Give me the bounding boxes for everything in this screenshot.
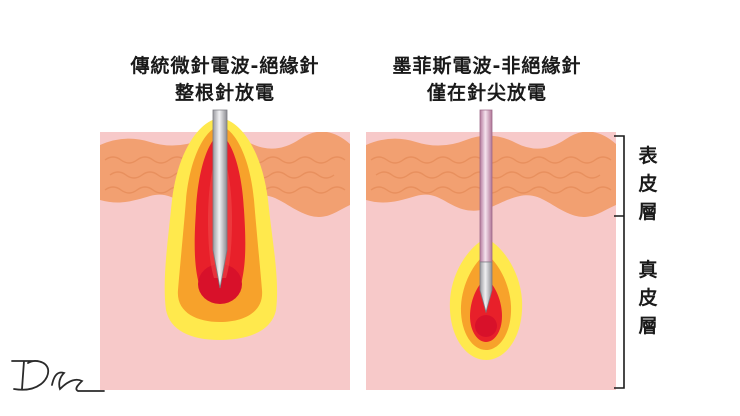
epidermis-label-char-2: 皮 xyxy=(638,173,658,195)
dermis-label: 真 皮 層 xyxy=(636,256,660,340)
left-caption-line1: 傳統微針電波-絕緣針 xyxy=(130,55,320,77)
layer-bracket xyxy=(614,135,625,389)
right-caption-line2: 僅在針尖放電 xyxy=(426,82,547,104)
dermis-label-char-1: 真 xyxy=(638,259,658,281)
dr-signature-logo-icon xyxy=(11,360,105,392)
right-zone-core xyxy=(475,315,497,337)
left-caption: 傳統微針電波-絕緣針 整根針放電 xyxy=(100,53,350,107)
epidermis-label: 表 皮 層 xyxy=(636,142,660,226)
right-caption-line1: 墨菲斯電波-非絕緣針 xyxy=(392,55,582,77)
left-needle xyxy=(212,109,228,289)
right-needle-shaft xyxy=(479,109,493,263)
right-needle-tip xyxy=(479,261,493,314)
left-caption-line2: 整根針放電 xyxy=(174,82,275,104)
epidermis-label-char-3: 層 xyxy=(638,201,658,223)
epidermis-label-char-1: 表 xyxy=(638,145,658,167)
right-caption: 墨菲斯電波-非絕緣針 僅在針尖放電 xyxy=(362,53,612,107)
dermis-label-char-3: 層 xyxy=(638,315,658,337)
dermis-label-char-2: 皮 xyxy=(638,287,658,309)
